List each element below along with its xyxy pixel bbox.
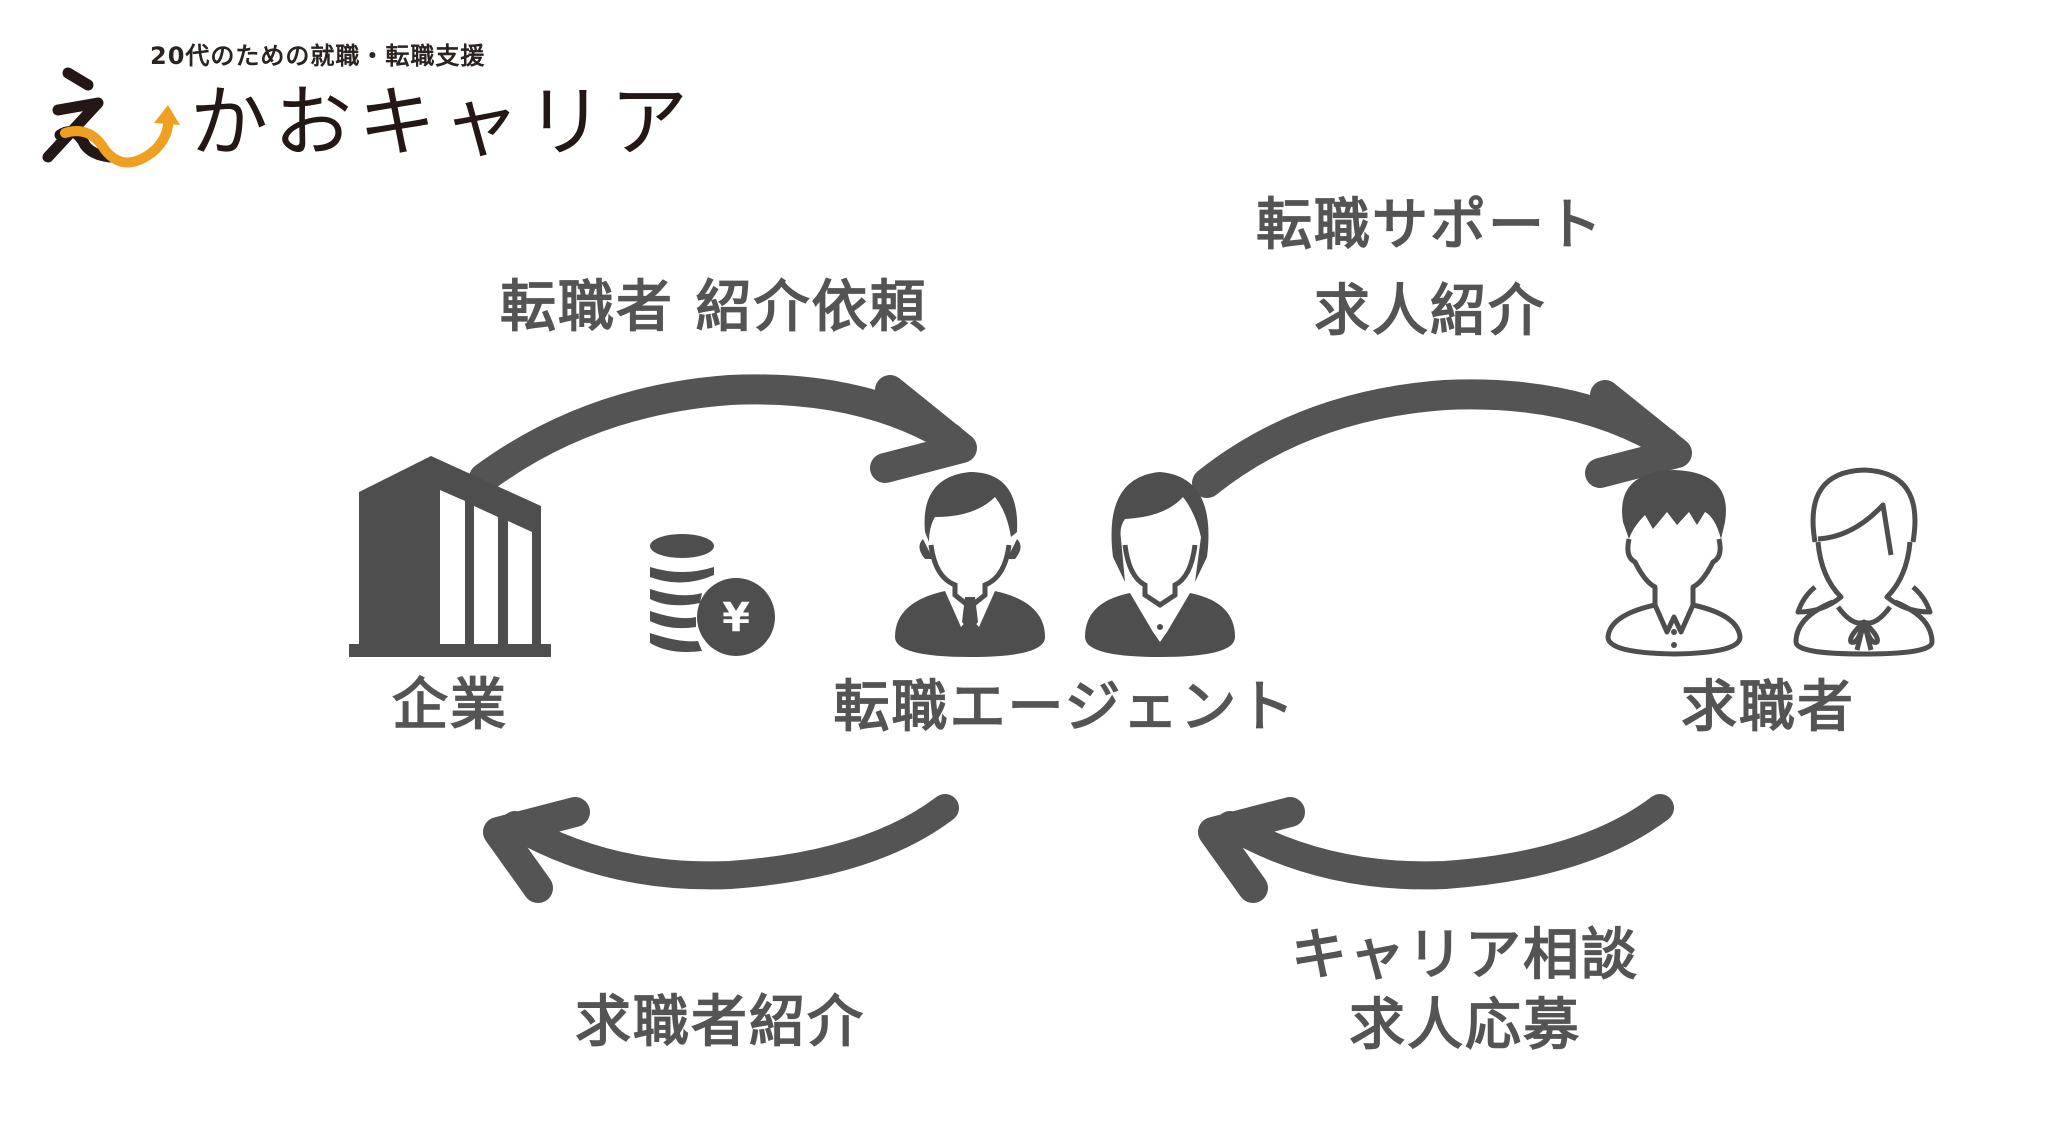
female-agent-icon — [1085, 472, 1235, 657]
arrow-seeker-to-agent — [1198, 794, 1674, 903]
flow-label-agent-to-seeker-line2: 求人紹介 — [1314, 279, 1546, 344]
flow-label-agent-to-company: 求職者紹介 — [575, 990, 865, 1055]
logo-e-swoosh-icon — [42, 67, 180, 168]
arrow-agent-to-seeker — [1192, 379, 1692, 498]
logo-name: かおキャリア — [190, 78, 695, 168]
yen-symbol: ¥ — [722, 595, 750, 641]
logo-tagline: 20代のための就職・転職支援 — [150, 42, 486, 70]
node-label-company: 企業 — [392, 673, 508, 738]
node-label-agent: 転職エージェント — [833, 675, 1297, 740]
coins-yen-icon: ¥ — [650, 534, 775, 656]
arrow-agent-to-company — [483, 794, 959, 903]
female-seeker-icon — [1793, 467, 1935, 657]
arrow-company-to-agent — [469, 374, 977, 493]
flow-label-seeker-to-agent-line2: 求人応募 — [1349, 993, 1581, 1058]
male-agent-icon — [895, 472, 1045, 657]
flow-label-company-to-agent: 転職者 紹介依頼 — [500, 275, 928, 340]
male-seeker-icon — [1605, 470, 1743, 657]
building-icon — [349, 456, 551, 657]
flow-label-agent-to-seeker-line1: 転職サポート — [1256, 193, 1604, 258]
node-label-seeker: 求職者 — [1681, 675, 1855, 740]
flow-label-seeker-to-agent-line1: キャリア相談 — [1291, 923, 1639, 988]
